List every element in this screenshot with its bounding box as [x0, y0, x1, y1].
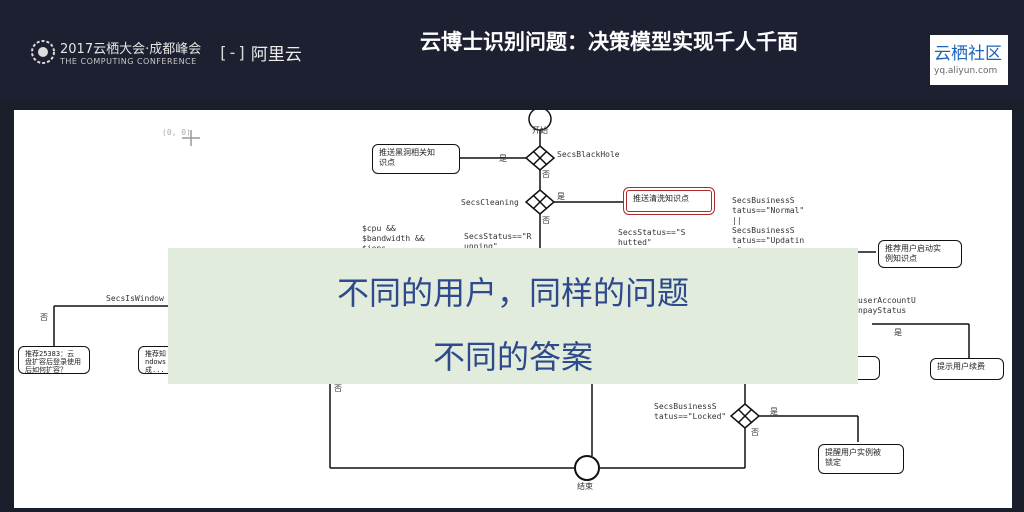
conference-logo: 2017云栖大会·成都峰会 THE COMPUTING CONFERENCE — [30, 38, 201, 66]
label-no-4: 否 — [751, 428, 759, 437]
yq-title: 云栖社区 — [934, 44, 1002, 64]
label-no-2: 否 — [542, 216, 550, 225]
box-renew: 提示用户续费 — [930, 358, 1004, 380]
label-business-normal: SecsBusinessS tatus=="Normal" || SecsBus… — [732, 196, 805, 255]
end-label: 结束 — [577, 482, 593, 491]
start-label: 开始 — [532, 126, 548, 135]
box-cleaning: 推送清洗知识点 — [623, 187, 715, 215]
box-unlock: 提醒用户实例被 锁定 — [818, 444, 904, 474]
callout-line-1: 不同的用户，同样的问题 — [336, 274, 689, 312]
label-status-shutted: SecsStatus=="S hutted" — [618, 228, 686, 247]
box-left-1: 推荐25383：云 盘扩容后登录使用 后如何扩容？ — [18, 346, 90, 374]
slide-title: 云博士识别问题：决策模型实现千人千面 — [420, 30, 798, 54]
label-yes-3: 是 — [894, 328, 902, 337]
label-no-3: 否 — [40, 313, 48, 322]
callout-panel: 不同的用户，同样的问题 不同的答案 — [168, 248, 858, 384]
flow-lines — [53, 110, 970, 481]
yq-logo: 云栖社区 yq.aliyun.com — [930, 35, 1008, 85]
event-subtitle: THE COMPUTING CONFERENCE — [60, 57, 197, 66]
label-yes-1: 是 — [499, 154, 507, 163]
label-cleaning: SecsCleaning — [461, 198, 519, 207]
box-blackhole: 推送黑洞相关知 识点 — [372, 144, 460, 174]
aliyun-logo: [-] 阿里云 — [218, 40, 302, 65]
aliyun-text: 阿里云 — [250, 45, 302, 65]
label-no-5: 否 — [334, 384, 342, 393]
label-yes-2: 是 — [557, 192, 565, 201]
yq-url: yq.aliyun.com — [934, 66, 998, 76]
label-yes-4: 是 — [770, 407, 778, 416]
origin-label: (0, 0) — [162, 128, 191, 137]
conference-logo-icon — [31, 40, 55, 64]
label-status-running: SecsStatus=="R unning" — [464, 232, 532, 251]
event-name: 2017云栖大会·成都峰会 — [60, 42, 202, 57]
label-blackhole: SecsBlackHole — [557, 150, 620, 159]
label-window: SecsIsWindow — [106, 294, 164, 303]
slide-header: 2017云栖大会·成都峰会 THE COMPUTING CONFERENCE [… — [0, 0, 1024, 100]
label-business-locked: SecsBusinessS tatus=="Locked" — [654, 402, 727, 421]
label-user-account: userAccountU npayStatus — [858, 296, 916, 315]
box-recommend: 推荐用户启动实 例知识点 — [878, 240, 962, 268]
label-no-1: 否 — [542, 170, 550, 179]
callout-line-2: 不同的答案 — [432, 338, 593, 376]
end-node — [574, 455, 600, 481]
aliyun-icon: [-] — [218, 43, 247, 62]
